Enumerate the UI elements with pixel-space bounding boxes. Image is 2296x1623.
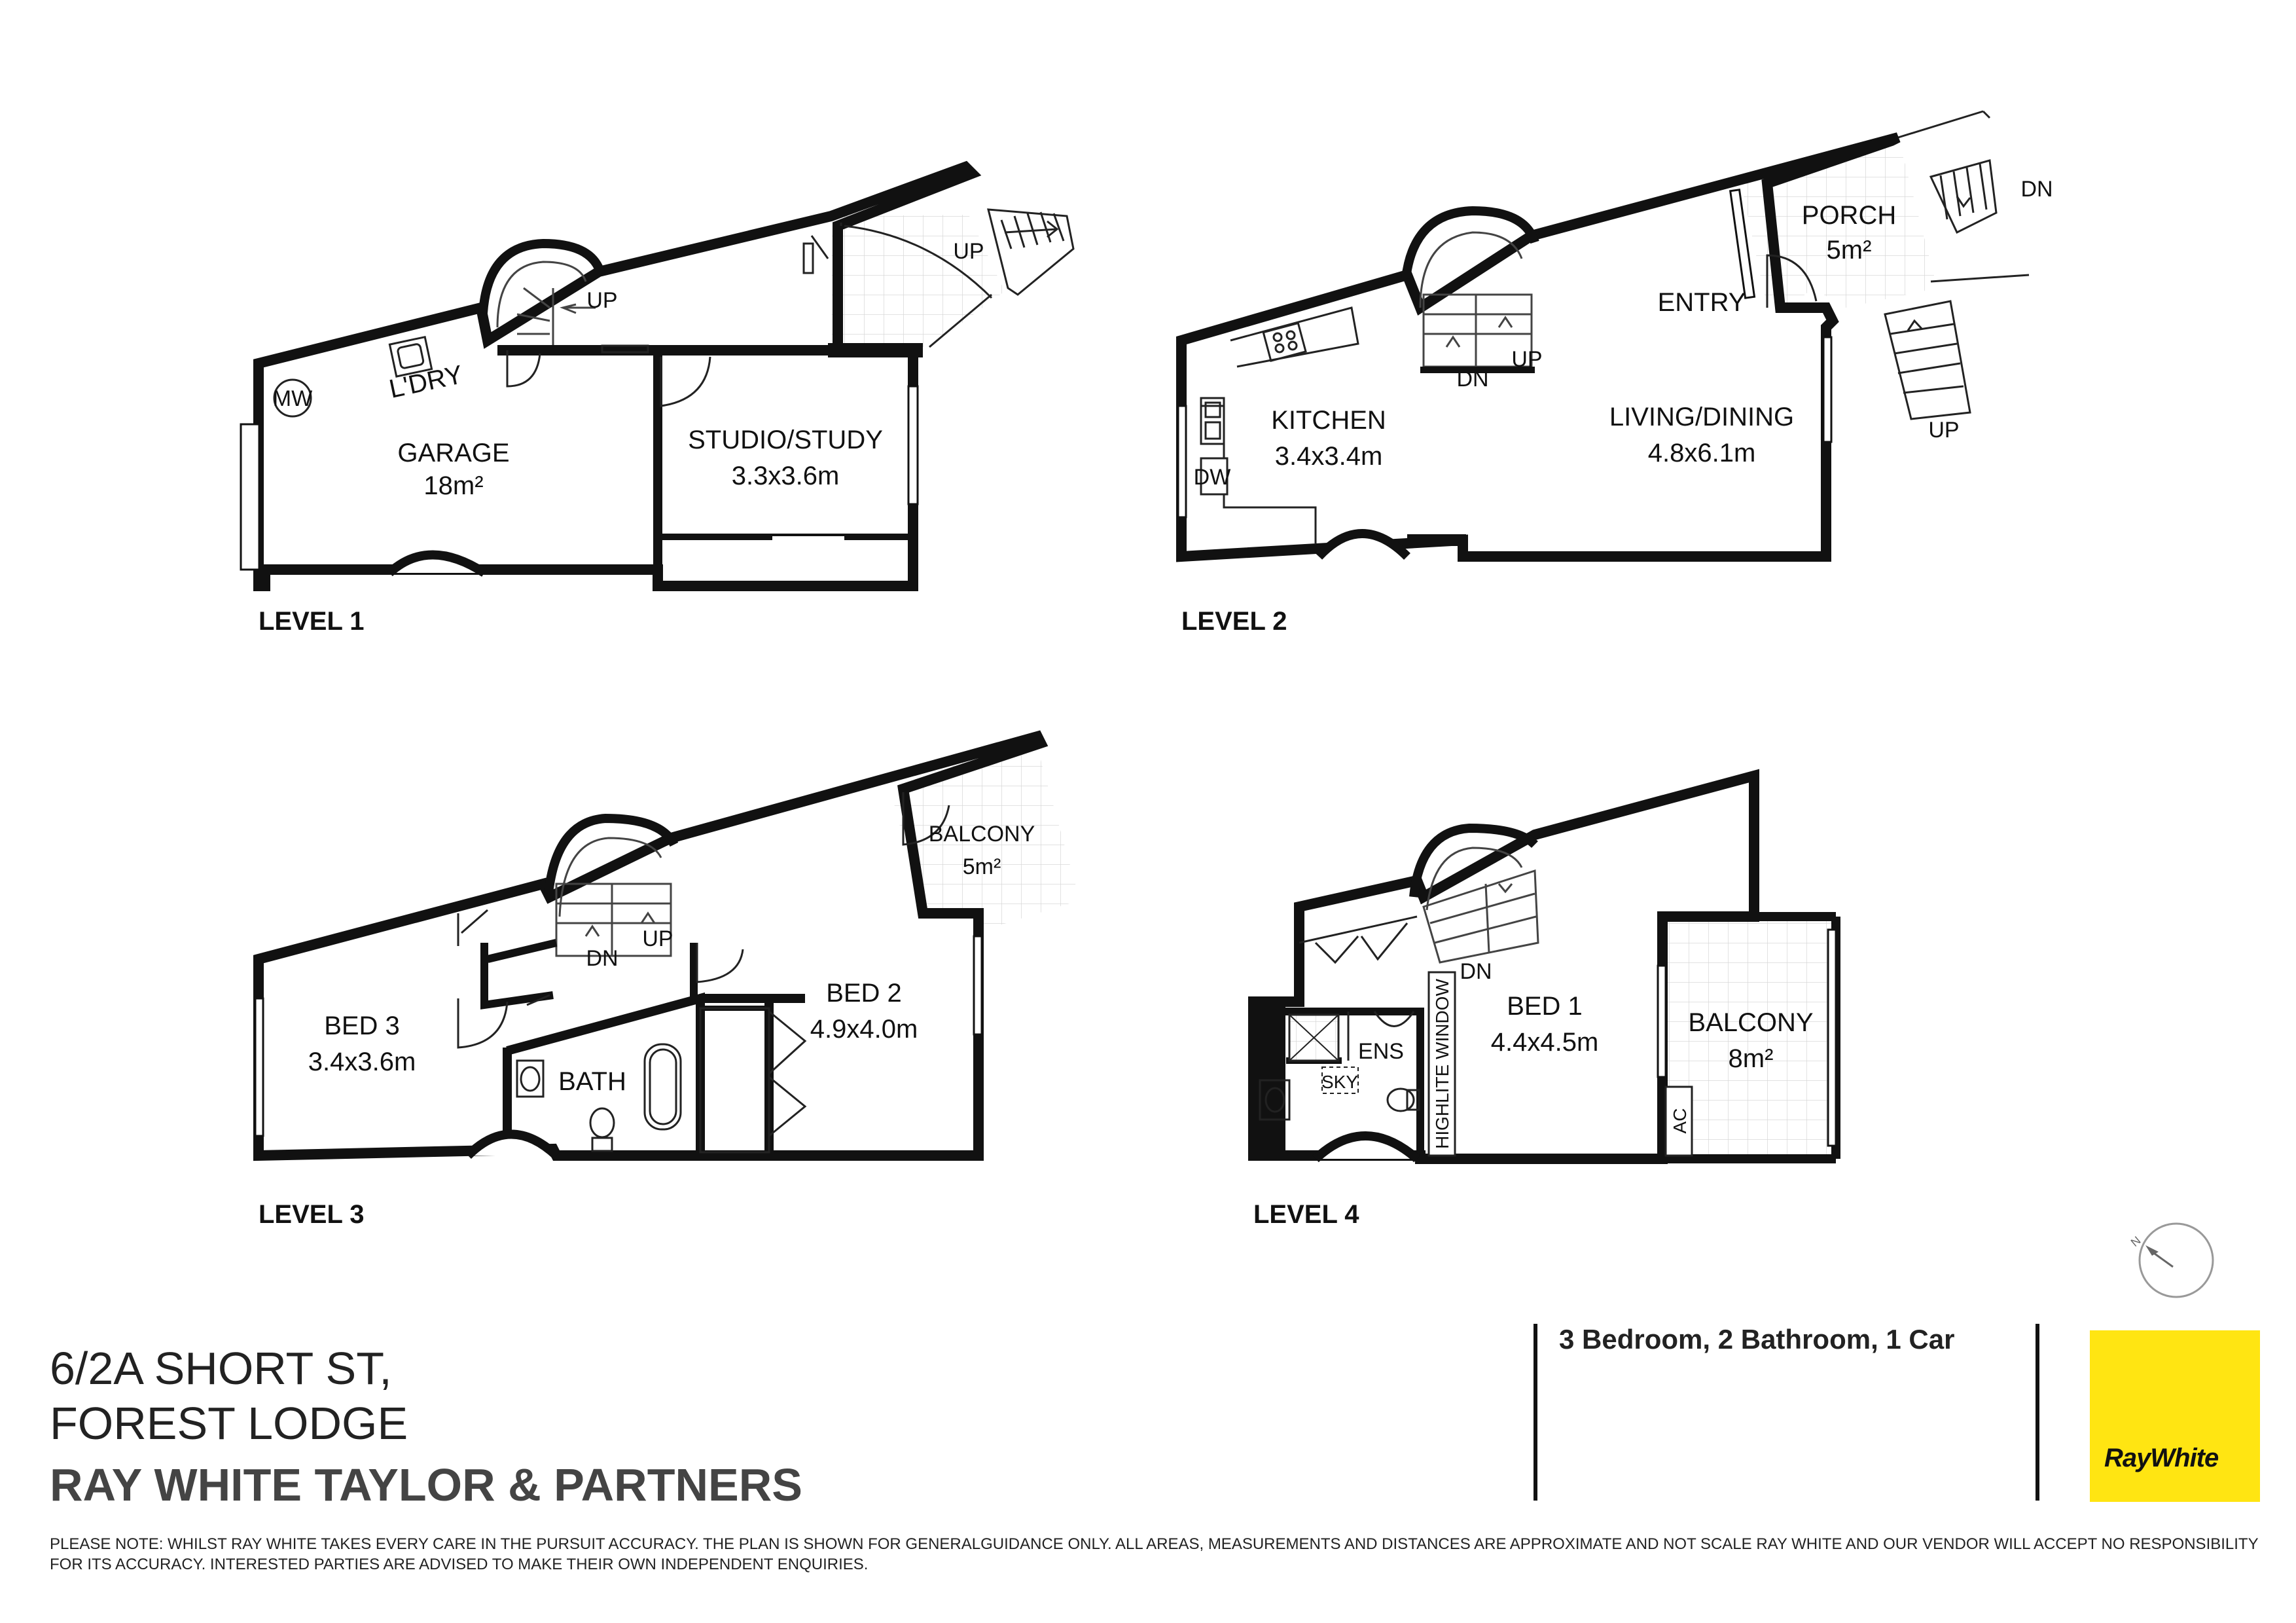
laundry-tub-icon [388,335,433,378]
l2-dn-label-1: DN [1456,367,1488,392]
l2-dn-label-2: DN [2020,177,2053,202]
bed1-size: 4.4x4.5m [1491,1028,1599,1057]
l4-balcony-size: 8m² [1729,1044,1774,1073]
level-1-plan: MW L'DRY UP UP GARAGE 18m² STUDIO/STUDY … [240,160,1075,636]
garage-label: GARAGE [397,439,509,467]
cooktop-icon [1262,321,1307,363]
level-1-title: LEVEL 1 [259,607,365,636]
address-line-2: FOREST LODGE [50,1398,408,1449]
mw-label: MW [273,386,312,411]
living-size: 4.8x6.1m [1648,439,1756,467]
porch-label: PORCH [1802,201,1896,230]
highlite-window-label: HIGHLITE WINDOW [1432,979,1452,1149]
l3-dn-label: DN [586,946,618,971]
l4-balcony-label: BALCONY [1688,1008,1813,1037]
property-summary: 3 Bedroom, 2 Bathroom, 1 Car [1559,1324,1955,1355]
divider-left [1534,1324,1537,1501]
level-4-plan: ENS SKY DN HIGHLITE WINDOW BED 1 4.4x4.5… [1248,769,1840,1229]
level-4-spiral-stair [1422,847,1539,964]
level-3-plan: DN UP BED 3 3.4x3.6m BATH BED 2 4.9x4.0m… [253,730,1080,1229]
studio-size: 3.3x3.6m [732,462,840,490]
north-arrow-icon: N [2128,1222,2214,1298]
ensuite-toilet-icon [1386,1087,1420,1112]
sky-label: SKY [1321,1072,1358,1092]
sink-icon [1200,397,1225,445]
bed1-label: BED 1 [1507,992,1583,1021]
level-2-title: LEVEL 2 [1181,607,1287,636]
level-2-plan: DW KITCHEN 3.4x3.4m DN UP ENTRY LIVING/D… [1176,110,2053,636]
laundry-label: L'DRY [387,360,465,404]
microwave-icon [273,378,312,418]
entry-label: ENTRY [1658,288,1746,317]
porch-size: 5m² [1827,236,1872,264]
level-2-outer-wall [1176,132,1901,562]
level-2-porch-stairs-up [1884,274,2030,420]
l3-balcony-label: BALCONY [929,822,1035,847]
ensuite-basin-icon [1259,1079,1291,1121]
bed2-size: 4.9x4.0m [810,1015,918,1044]
studio-label: STUDIO/STUDY [688,426,883,454]
kitchen-size: 3.4x3.4m [1275,442,1383,471]
level-3-title: LEVEL 3 [259,1200,365,1229]
living-label: LIVING/DINING [1609,403,1794,431]
level-1-external-stairs [987,208,1075,296]
bed3-size: 3.4x3.6m [308,1048,416,1076]
divider-right [2036,1324,2039,1501]
l1-up-label-1: UP [586,288,617,313]
l2-up-label-2: UP [1928,418,1959,443]
compass-label: N [2128,1233,2144,1249]
kitchen-label: KITCHEN [1271,406,1386,435]
level-1-spiral-stair [496,261,596,347]
disclaimer-text: PLEASE NOTE: WHILST RAY WHITE TAKES EVER… [50,1535,2259,1573]
bed3-label: BED 3 [324,1012,400,1040]
level-2-porch-stairs-down [1897,110,1998,234]
toilet-icon [589,1107,615,1152]
bed2-label: BED 2 [826,979,902,1008]
ac-label: AC [1670,1108,1690,1134]
l2-up-label-1: UP [1511,347,1542,372]
l4-dn-label: DN [1460,959,1492,984]
dw-label: DW [1194,465,1231,490]
level-4-title: LEVEL 4 [1253,1200,1359,1229]
bath-basin-icon [516,1059,545,1098]
bath-label: BATH [558,1067,626,1096]
level-3-spiral-stair [555,837,672,957]
level-2-spiral-stair [1419,231,1533,368]
agency-name: RAY WHITE TAYLOR & PARTNERS [50,1459,802,1510]
ens-label: ENS [1358,1039,1404,1064]
l1-up-label-2: UP [953,239,984,264]
l3-balcony-size: 5m² [963,854,1001,879]
ray-white-logo[interactable]: RayWhite [2090,1330,2260,1502]
garage-size: 18m² [423,471,483,500]
l3-up-label: UP [642,926,673,951]
logo-text: RayWhite [2104,1444,2219,1472]
address-line-1: 6/2A SHORT ST, [50,1343,392,1394]
